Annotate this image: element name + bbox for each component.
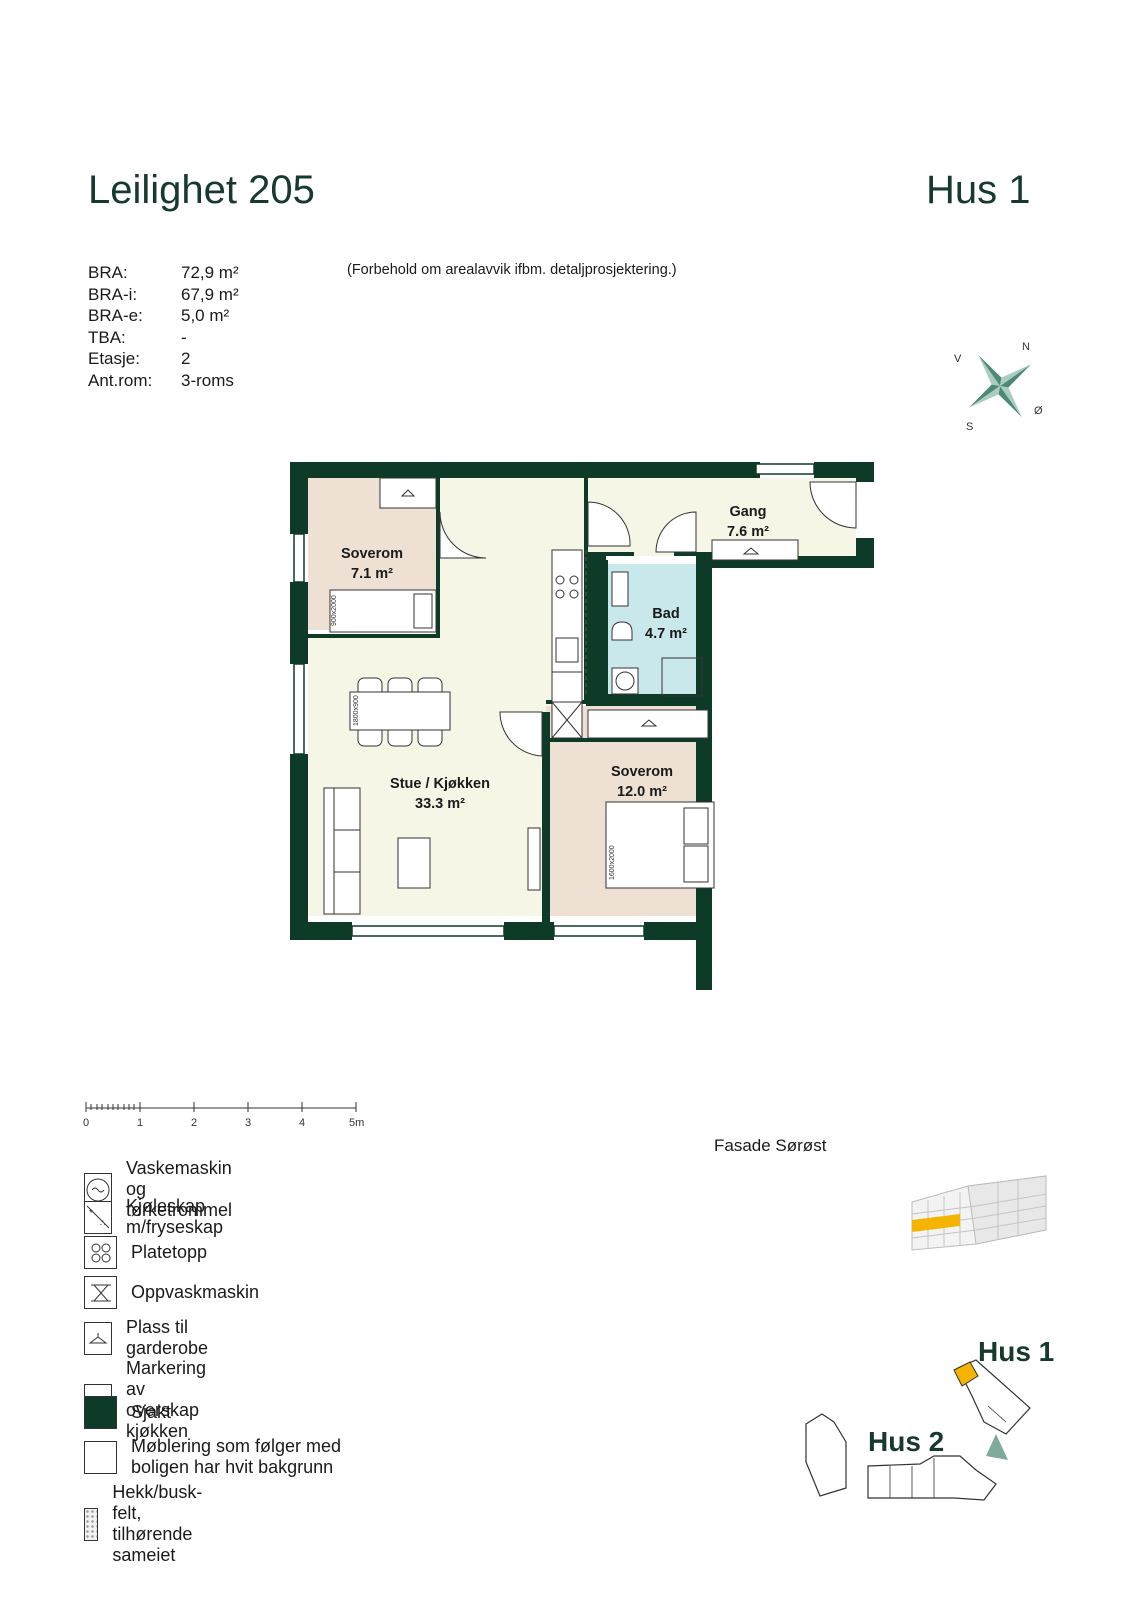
scale-tick: 3 bbox=[245, 1117, 251, 1129]
view-direction-icon bbox=[986, 1434, 1008, 1460]
scale-tick: 4 bbox=[299, 1117, 305, 1129]
svg-text:*: * bbox=[89, 1208, 93, 1219]
spec-value: 67,9 m² bbox=[181, 284, 239, 304]
page-title: Leilighet 205 bbox=[88, 168, 315, 212]
fridge-icon: *∴ bbox=[84, 1200, 112, 1234]
room-label: Bad bbox=[652, 606, 679, 622]
site-hus1-label: Hus 1 bbox=[978, 1336, 1055, 1367]
site-map bbox=[805, 1359, 1031, 1501]
compass-s: S bbox=[966, 421, 973, 433]
cooktop-icon bbox=[84, 1236, 117, 1269]
legend-text: Sjakt bbox=[131, 1402, 172, 1422]
spec-value: 5,0 m² bbox=[181, 306, 230, 325]
dining-table bbox=[349, 677, 451, 747]
scale-tick: 5m bbox=[349, 1117, 364, 1129]
room-area: 7.1 m² bbox=[351, 566, 393, 582]
spec-row: BRA: 72,9 m² bbox=[88, 262, 239, 284]
legend-item: Hekk/busk-felt, tilhørende sameiet bbox=[84, 1482, 221, 1566]
spec-label: TBA: bbox=[88, 327, 126, 347]
spec-row: Ant.rom: 3-roms bbox=[88, 370, 239, 392]
svg-text:∴: ∴ bbox=[100, 1218, 106, 1228]
legend-text: Markering av overskap kjøkken bbox=[126, 1358, 207, 1441]
compass-n: N bbox=[1022, 341, 1030, 353]
bed-small-label: 900x2000 bbox=[331, 595, 338, 626]
living-furniture bbox=[323, 787, 541, 915]
room-area: 7.6 m² bbox=[727, 524, 769, 540]
legend-item: *∴ Kjøleskap m/fryseskap bbox=[84, 1196, 228, 1238]
shaft-icon bbox=[84, 1396, 117, 1429]
legend-text: Platetopp bbox=[131, 1242, 208, 1262]
scale-tick: 1 bbox=[137, 1117, 143, 1129]
room-label: Soverom bbox=[341, 546, 403, 562]
compass-rose-icon: N Ø S V bbox=[954, 341, 1043, 433]
legend-item: Plass til garderobe bbox=[84, 1317, 213, 1359]
compass-o: Ø bbox=[1034, 405, 1043, 417]
hedge-icon bbox=[84, 1507, 99, 1541]
spec-row: Etasje: 2 bbox=[88, 348, 239, 370]
scale-bar: 0 1 2 3 4 5m bbox=[83, 1102, 364, 1129]
building-label: Hus 1 bbox=[926, 168, 1031, 212]
scale-tick: 2 bbox=[191, 1117, 197, 1129]
blank-box-icon bbox=[84, 1440, 117, 1474]
floor-plan: 900x2000 1600x2000 1800x900 Soverom 7.1 … bbox=[290, 462, 874, 990]
room-area: 12.0 m² bbox=[617, 784, 667, 800]
compass-v: V bbox=[954, 353, 962, 365]
room-label: Soverom bbox=[611, 764, 673, 780]
legend-text: Hekk/busk-felt, tilhørende sameiet bbox=[112, 1482, 203, 1565]
legend-item: Sjakt bbox=[84, 1396, 171, 1429]
site-hus2-label: Hus 2 bbox=[868, 1426, 945, 1457]
room-label: Stue / Kjøkken bbox=[390, 776, 490, 792]
disclaimer-note: (Forbehold om arealavvik ifbm. detaljpro… bbox=[347, 262, 677, 278]
legend-text: Møblering som følger med boligen har hvi… bbox=[131, 1436, 342, 1477]
legend-text: Kjøleskap m/fryseskap bbox=[126, 1196, 224, 1237]
legend-item: Oppvaskmaskin bbox=[84, 1276, 259, 1309]
spec-value: 3-roms bbox=[181, 370, 234, 390]
apartment-highlight bbox=[912, 1214, 960, 1232]
spec-label: Ant.rom: bbox=[88, 370, 153, 390]
spec-row: BRA-i: 67,9 m² bbox=[88, 284, 239, 306]
room-area: 33.3 m² bbox=[415, 796, 465, 812]
spec-value: 72,9 m² bbox=[181, 263, 239, 282]
beds bbox=[329, 589, 715, 889]
doors bbox=[439, 481, 857, 757]
legend-text: Plass til garderobe bbox=[126, 1317, 209, 1358]
legend-item: Platetopp bbox=[84, 1236, 207, 1269]
spec-row: TBA: - bbox=[88, 327, 239, 349]
table-label: 1800x900 bbox=[353, 695, 360, 726]
bathroom-fixtures bbox=[611, 571, 703, 697]
windows bbox=[293, 463, 815, 937]
hanger-icon bbox=[84, 1321, 112, 1355]
site-apartment-highlight bbox=[953, 1361, 979, 1387]
facade-label: Fasade Sørøst bbox=[714, 1136, 827, 1155]
spec-label: BRA-i: bbox=[88, 284, 138, 304]
scale-tick: 0 bbox=[83, 1117, 89, 1129]
spec-row: BRA-e: 5,0 m² bbox=[88, 305, 239, 327]
spec-value: 2 bbox=[181, 349, 191, 368]
spec-label: Etasje: bbox=[88, 349, 140, 368]
room-label: Gang bbox=[729, 504, 766, 520]
spec-label: BRA: bbox=[88, 263, 128, 282]
kitchen-counter bbox=[551, 549, 583, 739]
legend-text: Oppvaskmaskin bbox=[131, 1282, 260, 1302]
specs-list: BRA: 72,9 m² BRA-i: 67,9 m² BRA-e: 5,0 m² T… bbox=[88, 262, 239, 391]
spec-label: BRA-e: bbox=[88, 306, 143, 325]
legend-text: Vaskemaskin og tørketrommel bbox=[126, 1158, 233, 1220]
spec-value: - bbox=[181, 327, 187, 347]
legend-item: Møblering som følger med boligen har hvi… bbox=[84, 1436, 371, 1478]
building-facade-image bbox=[911, 1175, 1047, 1251]
dishwasher-icon bbox=[84, 1276, 117, 1309]
wardrobes bbox=[379, 477, 799, 739]
room-area: 4.7 m² bbox=[645, 626, 687, 642]
bed-large-label: 1600x2000 bbox=[609, 845, 616, 880]
